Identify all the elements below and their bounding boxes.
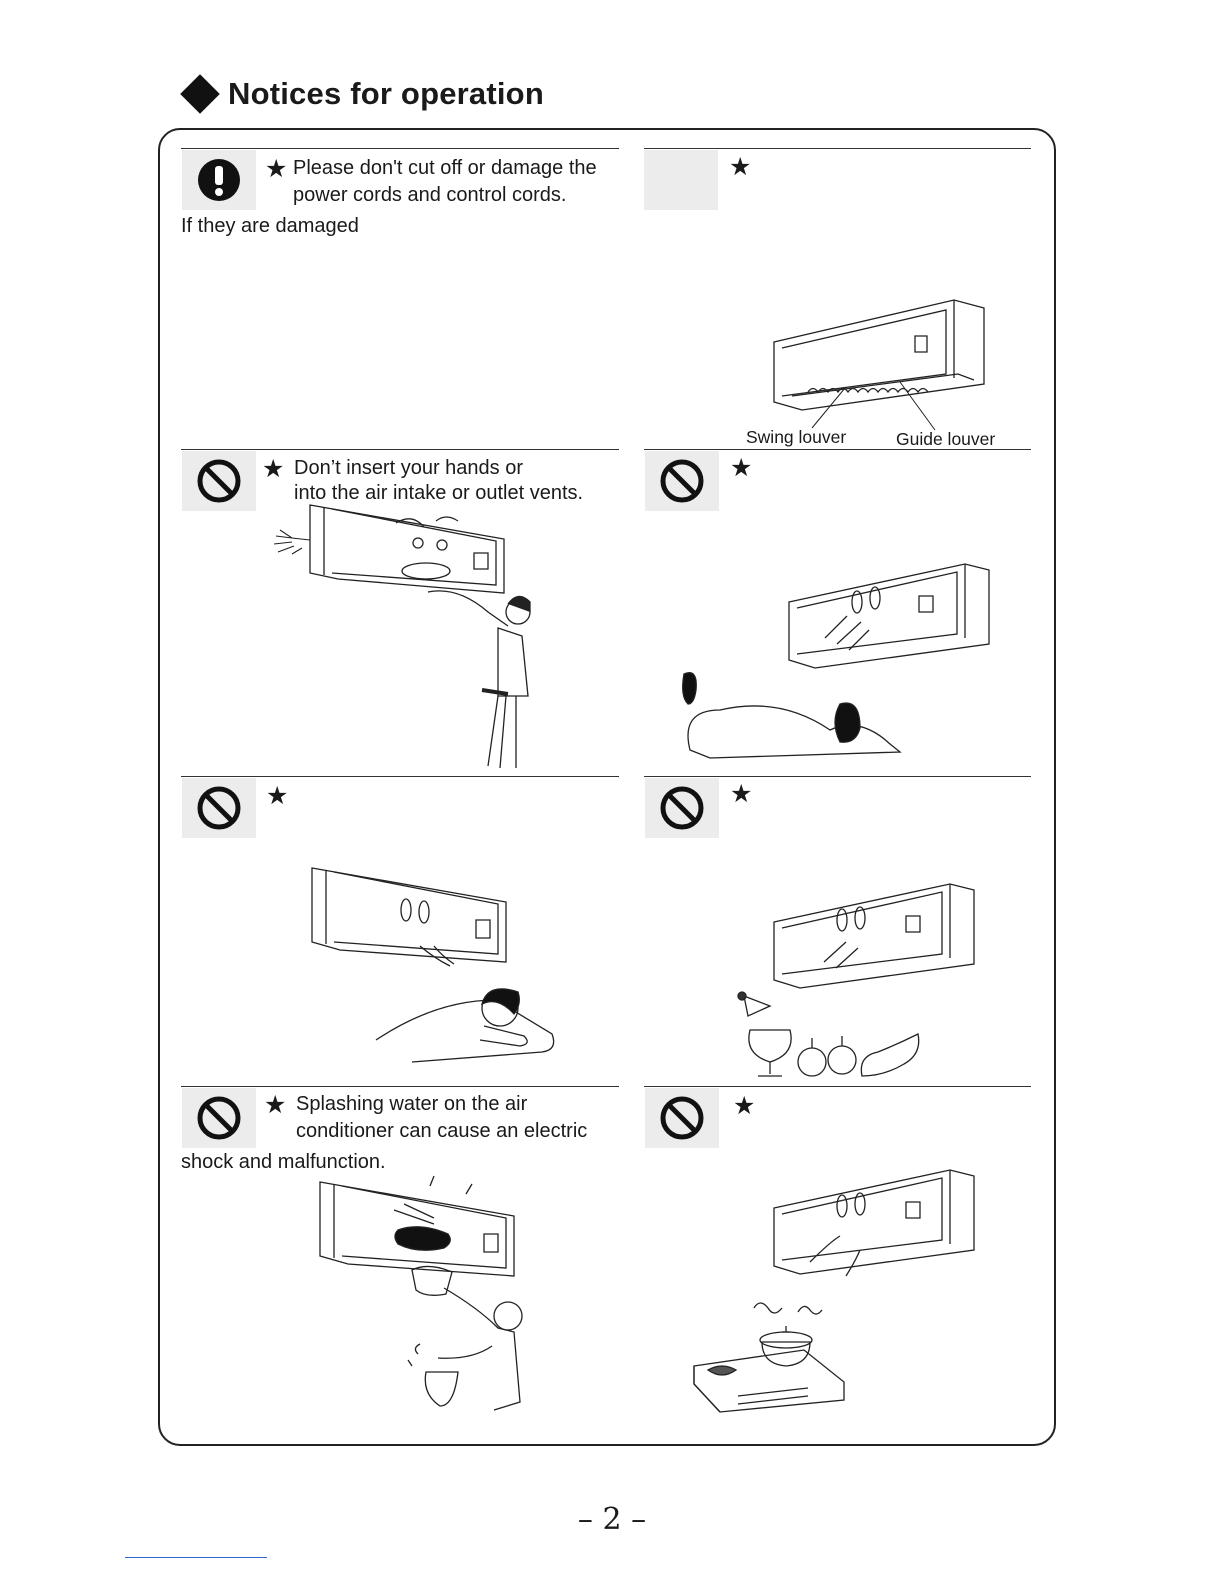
notice-text-line: into the air intake or outlet vents. — [294, 482, 584, 504]
star-bullet-icon: ★ — [729, 153, 752, 181]
swing-louver-label: Swing louver — [746, 427, 847, 447]
hand-illustration — [272, 528, 312, 554]
sleeping-dog-illustration — [676, 670, 906, 756]
star-bullet-icon: ★ — [266, 782, 289, 810]
cell-divider — [181, 1086, 619, 1087]
notice-icon-box — [644, 150, 718, 210]
footer-underline — [125, 1557, 267, 1558]
notice-text-line: power cords and control cords. — [293, 184, 567, 206]
star-bullet-icon: ★ — [264, 1091, 287, 1119]
guide-louver-label: Guide louver — [896, 429, 996, 449]
cell-divider — [181, 449, 619, 450]
star-bullet-icon: ★ — [265, 155, 288, 183]
louver-pointer-lines — [790, 380, 950, 430]
page-number: – 2 – — [577, 1502, 647, 1537]
ac-unit-illustration — [770, 882, 976, 990]
prohibition-icon — [197, 459, 241, 503]
prohibition-icon — [197, 786, 241, 830]
notice-icon-box — [645, 778, 719, 838]
air-conditioner-louver-illustration — [768, 296, 990, 414]
notices-frame — [158, 128, 1056, 1446]
notice-icon-box — [645, 451, 719, 511]
food-and-drink-illustration — [736, 990, 922, 1082]
ac-unit-illustration — [318, 1180, 518, 1286]
ac-unit-illustration — [785, 562, 991, 670]
star-bullet-icon: ★ — [730, 454, 753, 482]
prohibition-icon — [660, 459, 704, 503]
page-title: Notices for operation — [228, 76, 544, 111]
stove-with-pot-illustration — [694, 1298, 848, 1414]
notice-text-line: conditioner can cause an electric — [296, 1120, 588, 1142]
notice-icon-box — [182, 1088, 256, 1148]
cell-divider — [181, 776, 619, 777]
notice-icon-box — [182, 451, 256, 511]
cell-divider — [644, 1086, 1031, 1087]
notice-icon-box — [182, 150, 256, 210]
notice-text-line: Please don't cut off or damage the — [293, 157, 597, 179]
star-bullet-icon: ★ — [730, 780, 753, 808]
notice-text-line: If they are damaged — [181, 215, 359, 237]
notice-text-line: Splashing water on the air — [296, 1093, 528, 1115]
cell-divider — [644, 148, 1031, 149]
prohibition-icon — [660, 786, 704, 830]
star-bullet-icon: ★ — [262, 455, 285, 483]
diamond-bullet-icon — [180, 74, 220, 114]
notice-text-line: shock and malfunction. — [181, 1151, 386, 1173]
man-reaching-illustration — [428, 588, 538, 770]
man-splashing-water-illustration — [408, 1262, 532, 1414]
section-heading: Notices for operation — [180, 74, 544, 114]
notice-text-line: Don’t insert your hands or — [294, 457, 524, 479]
ac-unit-illustration — [310, 866, 510, 972]
sleeping-person-illustration — [374, 984, 554, 1080]
ac-unit-illustration — [308, 503, 508, 595]
star-bullet-icon: ★ — [733, 1092, 756, 1120]
ac-unit-illustration — [770, 1168, 976, 1276]
cell-divider — [644, 776, 1031, 777]
prohibition-icon — [660, 1096, 704, 1140]
cell-divider — [644, 449, 1031, 450]
cell-divider — [181, 148, 619, 149]
notice-icon-box — [645, 1088, 719, 1148]
notice-icon-box — [182, 778, 256, 838]
exclamation-icon — [198, 159, 240, 201]
prohibition-icon — [197, 1096, 241, 1140]
